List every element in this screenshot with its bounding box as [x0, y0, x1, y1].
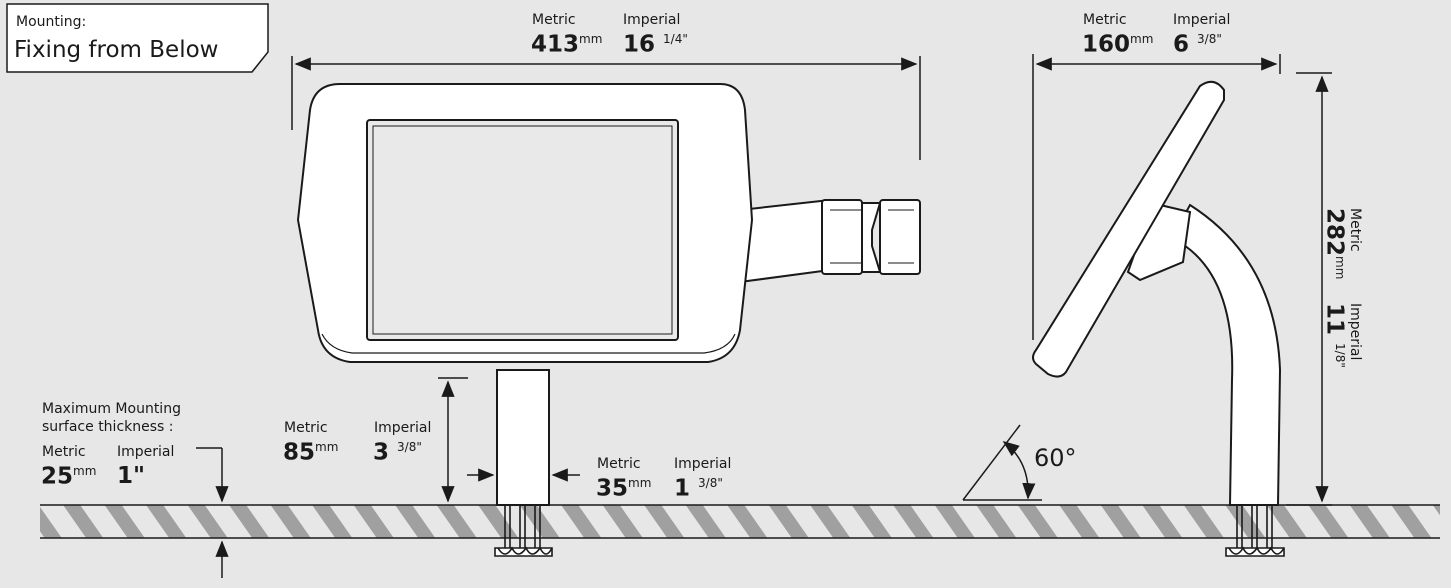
dim-line-width-side: [1032, 54, 1281, 340]
height-imperial-value: 11 1/8": [1321, 303, 1348, 368]
side-mounting-screws: [1225, 505, 1285, 557]
height-metric-value: 282mm: [1321, 208, 1348, 280]
width-side-metric-value: 160mm: [1082, 31, 1154, 58]
angle-value: 60°: [1034, 444, 1077, 472]
pole-width-imperial-label: Imperial: [674, 456, 732, 472]
pole-width-imperial-value: 1 3/8": [674, 475, 723, 502]
title-box: [6, 3, 269, 73]
surface-metric-label: Metric: [42, 444, 86, 460]
dim-line-surface-thickness: [196, 447, 229, 578]
dim-line-width-front: [291, 56, 921, 160]
width-front-metric-label: Metric: [532, 12, 576, 28]
height-metric-label: Metric: [1347, 208, 1363, 252]
surface-imperial-value: 1": [117, 463, 145, 489]
pole-width-metric-label: Metric: [597, 456, 641, 472]
width-front-imperial-label: Imperial: [623, 12, 681, 28]
front-mounting-screws: [494, 505, 553, 557]
pole-width-metric-value: 35mm: [596, 475, 652, 502]
surface-imperial-label: Imperial: [117, 444, 175, 460]
front-view-device: [296, 83, 921, 506]
surface-metric-value: 25mm: [41, 463, 97, 490]
width-side-imperial-label: Imperial: [1173, 12, 1231, 28]
dim-line-height: [1286, 72, 1332, 506]
pole-height-metric-label: Metric: [284, 420, 328, 436]
width-front-imperial-value: 16 1/4": [623, 31, 688, 58]
width-side-metric-label: Metric: [1083, 12, 1127, 28]
title-caption: Mounting:: [16, 14, 87, 30]
dim-angle-60: [962, 424, 1042, 501]
side-view-device: [1032, 80, 1282, 506]
pole-height-imperial-value: 3 3/8": [373, 439, 422, 466]
width-side-imperial-value: 6 3/8": [1173, 31, 1222, 58]
surface-caption-line2: surface thickness :: [42, 419, 174, 435]
surface-caption-line1: Maximum Mounting: [42, 401, 181, 417]
title-heading: Fixing from Below: [14, 37, 219, 63]
dim-line-pole-height: [438, 377, 468, 503]
pole-height-imperial-label: Imperial: [374, 420, 432, 436]
width-front-metric-value: 413mm: [531, 31, 603, 58]
height-imperial-label: Imperial: [1347, 303, 1363, 361]
pole-height-metric-value: 85mm: [283, 439, 339, 466]
mounting-surface: [40, 505, 1440, 538]
